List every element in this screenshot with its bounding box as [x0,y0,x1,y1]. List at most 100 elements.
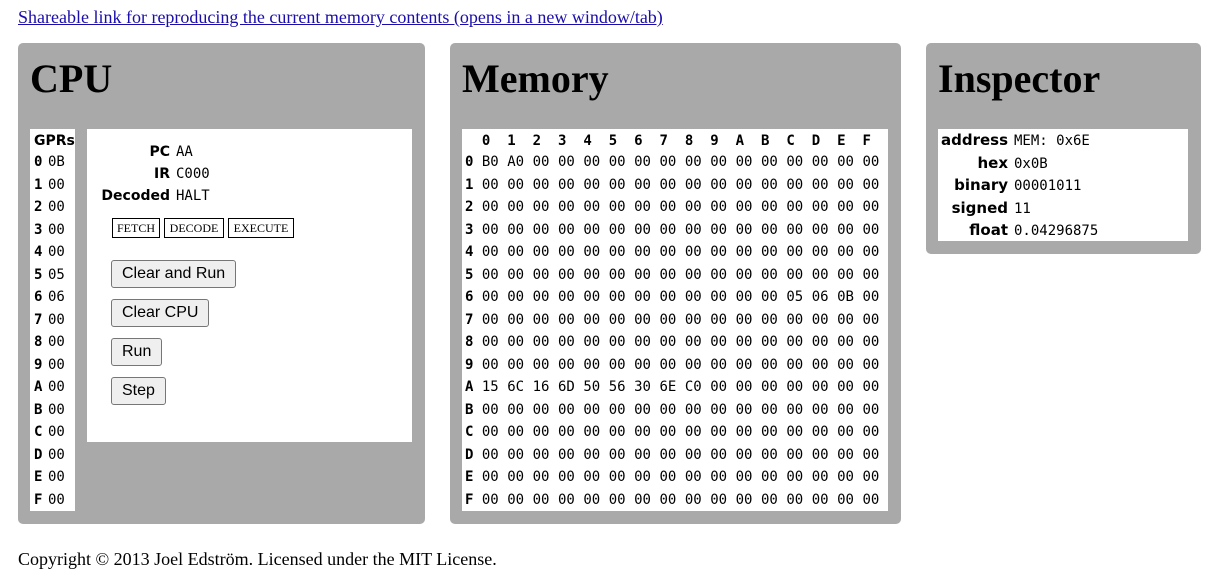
memory-cell[interactable]: 00 [532,491,550,508]
memory-cell[interactable]: 16 [532,379,550,396]
memory-cell[interactable]: 00 [710,424,728,441]
memory-cell[interactable]: 00 [481,356,499,373]
memory-cell[interactable]: 00 [684,311,702,328]
memory-cell[interactable]: 00 [532,289,550,306]
memory-cell[interactable]: 00 [583,154,601,171]
memory-cell[interactable]: 00 [608,199,626,216]
memory-cell[interactable]: 00 [735,424,753,441]
memory-cell[interactable]: 00 [735,334,753,351]
memory-cell[interactable]: 00 [837,154,854,171]
memory-cell[interactable]: 00 [558,199,575,216]
memory-cell[interactable]: 00 [583,289,601,306]
memory-cell[interactable]: 00 [558,356,575,373]
memory-cell[interactable]: 00 [837,334,854,351]
memory-cell[interactable]: 00 [684,289,702,306]
memory-cell[interactable]: 00 [786,379,804,396]
memory-cell[interactable]: 00 [583,221,601,238]
memory-cell[interactable]: 00 [507,266,525,283]
memory-cell[interactable]: 00 [659,311,677,328]
memory-cell[interactable]: 00 [558,334,575,351]
memory-cell[interactable]: 00 [532,469,550,486]
memory-cell[interactable]: 0B [837,289,854,306]
memory-cell[interactable]: 00 [710,491,728,508]
memory-cell[interactable]: 00 [786,446,804,463]
memory-cell[interactable]: 00 [735,244,753,261]
memory-cell[interactable]: 00 [684,424,702,441]
memory-cell[interactable]: 00 [659,266,677,283]
gpr-register-value[interactable]: 00 [48,491,65,508]
memory-cell[interactable]: 00 [811,424,829,441]
memory-cell[interactable]: 00 [507,469,525,486]
memory-cell[interactable]: 00 [710,199,728,216]
memory-cell[interactable]: 00 [710,401,728,418]
memory-cell[interactable]: 00 [634,176,651,193]
memory-cell[interactable]: 00 [710,244,728,261]
memory-cell[interactable]: 00 [761,311,778,328]
memory-cell[interactable]: 00 [507,311,525,328]
memory-cell[interactable]: 00 [837,176,854,193]
memory-cell[interactable]: 00 [786,469,804,486]
memory-cell[interactable]: 00 [862,379,880,396]
memory-cell[interactable]: 00 [735,379,753,396]
gpr-register-value[interactable]: 00 [48,379,65,395]
memory-cell[interactable]: 05 [786,289,804,306]
memory-cell[interactable]: 00 [811,379,829,396]
memory-cell[interactable]: 00 [862,311,880,328]
memory-cell[interactable]: 00 [761,446,778,463]
memory-cell[interactable]: 00 [710,311,728,328]
memory-cell[interactable]: 00 [735,176,753,193]
gpr-register-value[interactable]: 00 [48,469,65,485]
memory-cell[interactable]: 00 [532,311,550,328]
memory-cell[interactable]: 00 [634,491,651,508]
memory-cell[interactable]: 00 [659,176,677,193]
memory-cell[interactable]: 00 [507,401,525,418]
memory-cell[interactable]: 00 [811,266,829,283]
memory-cell[interactable]: 00 [659,491,677,508]
memory-cell[interactable]: 00 [507,244,525,261]
gpr-register-value[interactable]: 00 [48,311,65,328]
memory-cell[interactable]: 00 [532,176,550,193]
memory-cell[interactable]: 00 [735,356,753,373]
memory-cell[interactable]: 00 [862,446,880,463]
memory-cell[interactable]: 00 [634,446,651,463]
memory-cell[interactable]: 00 [507,176,525,193]
memory-cell[interactable]: 00 [532,446,550,463]
memory-cell[interactable]: 00 [811,401,829,418]
memory-cell[interactable]: A0 [507,154,525,171]
memory-cell[interactable]: 00 [735,154,753,171]
gpr-register-value[interactable]: 00 [48,176,65,193]
memory-cell[interactable]: 00 [862,221,880,238]
memory-cell[interactable]: 00 [507,446,525,463]
run-button[interactable]: Run [111,338,163,366]
memory-cell[interactable]: 00 [583,199,601,216]
memory-cell[interactable]: 00 [761,266,778,283]
memory-cell[interactable]: 00 [481,491,499,508]
gpr-register-value[interactable]: 06 [48,289,65,305]
memory-cell[interactable]: 00 [811,244,829,261]
memory-cell[interactable]: 00 [481,244,499,261]
step-button[interactable]: Step [111,377,166,405]
memory-cell[interactable]: 00 [761,244,778,261]
memory-cell[interactable]: 6E [659,379,677,396]
memory-cell[interactable]: 6C [507,379,525,396]
memory-cell[interactable]: 00 [862,199,880,216]
memory-cell[interactable]: 00 [634,199,651,216]
gpr-register-value[interactable]: 00 [48,199,65,215]
memory-cell[interactable]: 00 [684,199,702,216]
memory-cell[interactable]: 00 [634,154,651,171]
memory-cell[interactable]: 00 [786,221,804,238]
memory-cell[interactable]: 00 [583,469,601,486]
memory-cell[interactable]: 00 [786,176,804,193]
memory-cell[interactable]: 00 [481,469,499,486]
memory-cell[interactable]: 00 [507,199,525,216]
memory-cell[interactable]: 00 [558,311,575,328]
memory-cell[interactable]: 00 [786,401,804,418]
memory-cell[interactable]: 00 [811,491,829,508]
memory-cell[interactable]: 00 [684,401,702,418]
memory-cell[interactable]: 00 [735,199,753,216]
memory-cell[interactable]: 00 [837,221,854,238]
memory-cell[interactable]: 00 [608,401,626,418]
memory-cell[interactable]: 00 [532,244,550,261]
memory-cell[interactable]: 56 [608,379,626,396]
memory-cell[interactable]: 00 [659,221,677,238]
